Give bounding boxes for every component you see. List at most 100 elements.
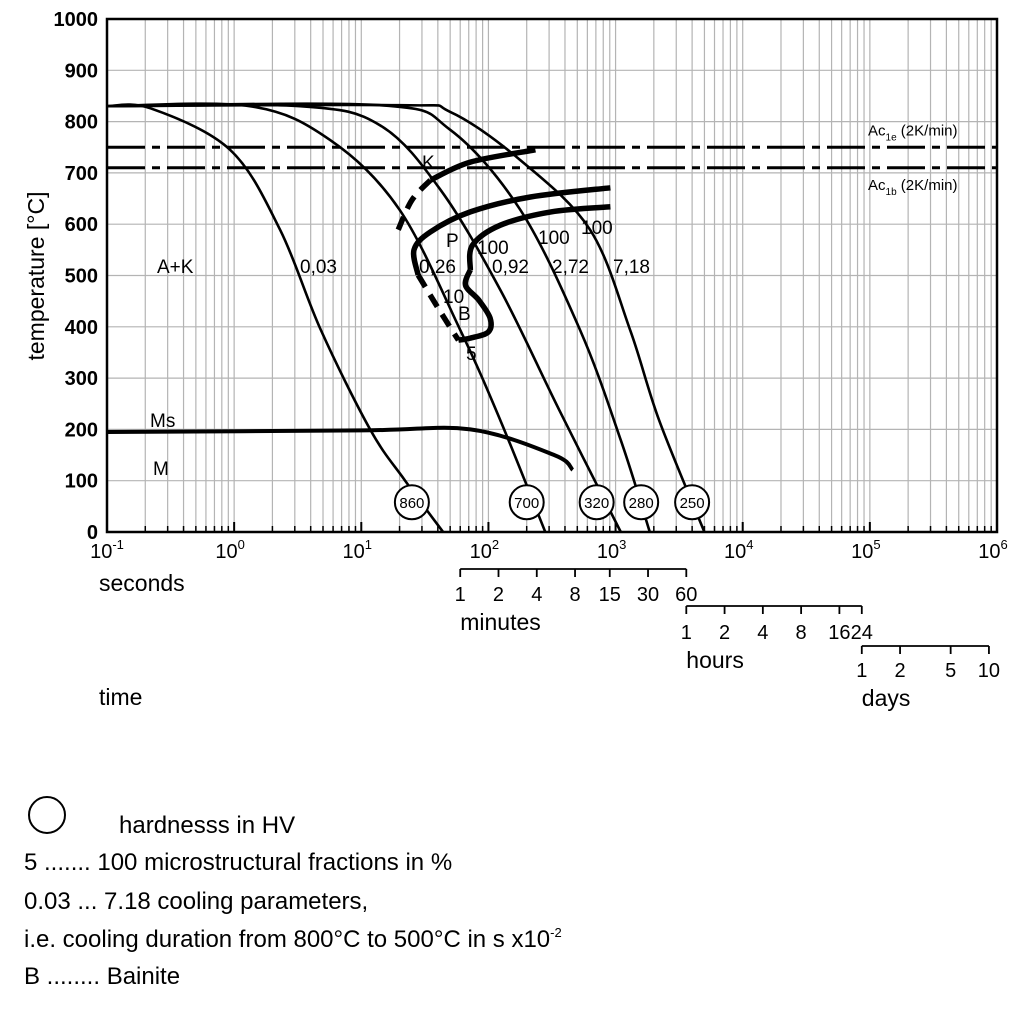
y-tick-label: 0: [87, 522, 98, 544]
hardness-circle: [393, 484, 430, 521]
days-tick-label: 1: [856, 660, 867, 682]
cooling-curve-label: 7,18: [613, 257, 650, 278]
minutes-tick-label: 1: [455, 584, 466, 606]
days-tick-label: 10: [978, 660, 1000, 682]
x-tick-base: 10: [597, 541, 619, 563]
legend-fractions: 5 ....... 100 microstructural fractions …: [24, 849, 452, 876]
y-tick-label: 400: [65, 317, 98, 339]
ac-label-sub: 1e: [886, 132, 898, 143]
legend-bainite: B ........ Bainite: [24, 963, 180, 990]
x-tick-exponent: 3: [619, 537, 626, 552]
hardness-circle: [578, 484, 615, 521]
hardness-value: 280: [629, 495, 654, 512]
hardness-value: 250: [680, 495, 705, 512]
x-tick-base: 10: [724, 541, 746, 563]
y-tick-label: 900: [65, 60, 98, 82]
legend-duration-exponent: -2: [550, 925, 562, 940]
x-tick-base: 10: [215, 541, 237, 563]
hours-tick-label: 16: [828, 622, 850, 644]
x-tick-exponent: 5: [873, 537, 880, 552]
ac-label-name: Ac: [868, 122, 886, 139]
y-axis-label: temperature [°C]: [23, 192, 49, 361]
cooling-curve-7-18: [106, 103, 706, 533]
ms-line: [106, 425, 575, 472]
y-tick-label: 200: [65, 419, 98, 441]
x-unit-label: seconds: [99, 570, 185, 596]
legend-duration: i.e. cooling duration from 800°C to 500°…: [24, 925, 562, 953]
plot-frame: [105, 17, 999, 534]
ac-label-suffix: (2K/min): [897, 177, 958, 194]
minutes-tick-label: 2: [493, 584, 504, 606]
cooling-curve-0-03: [106, 103, 445, 533]
hours-tick-label: 2: [719, 622, 730, 644]
label-region-ak: A+K: [157, 257, 194, 278]
label-p: P: [446, 231, 459, 252]
x-tick-label: 100: [215, 537, 244, 563]
x-tick-label: 106: [978, 537, 1007, 563]
label-fraction-100: 100: [538, 228, 570, 249]
ac1-label: Ac1b (2K/min): [868, 177, 957, 198]
label-fraction-100: 100: [477, 238, 509, 259]
x-tick-base: 10: [343, 541, 365, 563]
minutes-tick-label: 30: [637, 584, 659, 606]
label-fraction-100: 100: [581, 218, 613, 239]
days-tick-label: 5: [945, 660, 956, 682]
cooling-curve-label: 2,72: [552, 257, 589, 278]
legend-cooling: 0.03 ... 7.18 cooling parameters,: [24, 888, 368, 915]
ac-label-sub: 1b: [886, 187, 898, 198]
minutes-tick-label: 60: [675, 584, 697, 606]
minutes-scale-label: minutes: [460, 609, 541, 635]
hours-scale-label: hours: [686, 647, 744, 673]
cooling-curves: [106, 102, 706, 533]
ac-label-suffix: (2K/min): [897, 122, 958, 139]
legend: hardnesss in HV 5 ....... 100 microstruc…: [24, 796, 562, 990]
minutes-tick-label: 4: [531, 584, 542, 606]
x-tick-exponent: 6: [1001, 537, 1008, 552]
x-axis-label: time: [99, 684, 142, 710]
x-tick-exponent: 1: [365, 537, 372, 552]
hardness-circle-icon: [28, 796, 66, 834]
label-region-m: M: [153, 459, 169, 480]
transformation-lines: [395, 147, 611, 343]
days-tick-label: 2: [894, 660, 905, 682]
ac1-label: Ac1e (2K/min): [868, 122, 957, 143]
x-tick-label: 104: [724, 537, 753, 563]
minutes-tick-label: 8: [569, 584, 580, 606]
minutes-tick-label: 15: [599, 584, 621, 606]
cooling-curve-label: 0,92: [492, 257, 529, 278]
x-tick-base: 10: [978, 541, 1000, 563]
y-tick-label: 700: [65, 163, 98, 185]
transformation-line-b-loop: [457, 268, 494, 343]
legend-duration-text: i.e. cooling duration from 800°C to 500°…: [24, 926, 550, 953]
label-ms: Ms: [150, 411, 175, 432]
x-tick-label: 10-1: [90, 537, 124, 563]
x-tick-exponent: 4: [746, 537, 753, 552]
x-tick-exponent: -1: [112, 537, 124, 552]
legend-hardness: hardnesss in HV: [119, 812, 295, 839]
x-tick-label: 101: [343, 537, 372, 563]
transformation-line-b-start-dashed: [415, 273, 461, 342]
y-tick-label: 500: [65, 266, 98, 288]
hardness-value: 320: [584, 495, 609, 512]
transformation-line-k: [429, 147, 536, 183]
label-fraction-5: 5: [466, 344, 477, 365]
y-tick-label: 800: [65, 112, 98, 134]
hardness-value: 700: [514, 495, 539, 512]
x-tick-label: 105: [851, 537, 880, 563]
y-tick-label: 300: [65, 368, 98, 390]
x-tick-base: 10: [851, 541, 873, 563]
hours-tick-label: 1: [681, 622, 692, 644]
x-tick-exponent: 2: [492, 537, 499, 552]
x-tick-label: 103: [597, 537, 626, 563]
y-tick-label: 100: [65, 471, 98, 493]
ac-label-name: Ac: [868, 177, 886, 194]
hardness-circle: [674, 484, 711, 521]
hours-tick-label: 4: [757, 622, 768, 644]
x-tick-exponent: 0: [238, 537, 245, 552]
cooling-curve-label: 0,03: [300, 257, 337, 278]
days-scale-label: days: [862, 685, 911, 711]
transformation-line-p-start: [410, 185, 611, 276]
transformation-line-k-dashed: [395, 178, 433, 231]
